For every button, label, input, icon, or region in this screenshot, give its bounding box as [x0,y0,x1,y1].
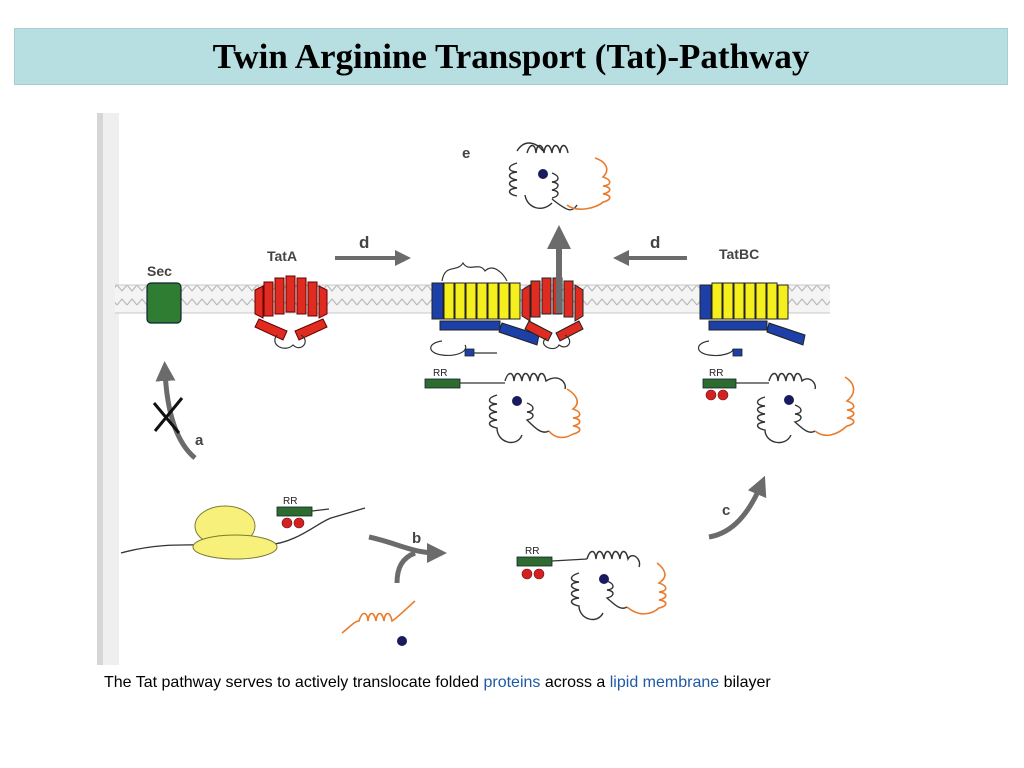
tatbc-knob [732,348,743,357]
sec-label: Sec [147,263,172,279]
lipid-membrane-link[interactable]: lipid membrane [609,674,720,691]
step-d-left-label: d [359,233,369,252]
complex-cofactor [512,396,522,406]
rr-complex-label: RR [433,368,447,379]
tata-complex [254,275,328,341]
arginine-free-2 [533,568,545,580]
rr-bound-label: RR [709,368,723,379]
free-protein-cofactor-helix [626,562,667,615]
free-cofactor-helix [341,600,416,634]
step-d-right-label: d [650,233,660,252]
tata-tail [274,334,306,349]
exported-cofactor-helix [566,157,611,210]
caption-text-1: The Tat pathway serves to actively trans… [104,674,484,691]
figure-caption: The Tat pathway serves to actively trans… [104,674,771,692]
bound-folded-protein [756,372,816,444]
signal-peptide-complex [424,378,461,389]
signal-peptide-ribosome [276,506,313,517]
ribosome-small-subunit [192,534,278,560]
center-tata-tail [543,334,571,350]
free-folded-protein [570,550,641,621]
caption-text-2: across a [540,674,610,691]
active-translocon [431,261,584,346]
page-title: Twin Arginine Transport (Tat)-Pathway [212,36,810,76]
arrow-a-blocked [155,361,197,460]
arginine-bound-2 [717,389,729,401]
signal-peptide-free [516,556,553,567]
block-cross-2 [153,397,184,432]
free-linker [551,558,588,562]
arginine-free-1 [521,568,533,580]
signal-peptide-bound [702,378,737,389]
caption-text-3: bilayer [719,674,771,691]
arrow-c [708,475,767,540]
tatbc-label: TatBC [719,246,759,262]
tatbc-complex [699,282,806,346]
tat-pathway-diagram: Sec TatA d d [97,113,930,665]
free-cofactor [397,636,407,646]
center-tatb-knob [464,348,475,357]
diagram-svg: Sec TatA d d [97,113,855,665]
step-e-label: e [462,145,470,162]
arginine-bound-1 [705,389,717,401]
step-a-label: a [195,432,204,449]
exported-protein [508,142,578,211]
tatbc-tail [697,340,734,357]
step-b-label: b [412,530,421,547]
center-tatb-tail [430,340,467,356]
arginine-ribosome-2 [293,517,305,529]
page-edge-dark [97,113,103,665]
bound-cofactor-helix [814,376,855,437]
rr-ribosome-label: RR [283,496,297,507]
complex-folded-protein [488,372,566,444]
title-bar: Twin Arginine Transport (Tat)-Pathway [14,28,1008,85]
step-c-label: c [722,502,730,519]
proteins-link[interactable]: proteins [483,674,541,691]
arrow-b-merge [394,550,417,584]
exported-cofactor [538,169,548,179]
rr-free-label: RR [525,546,539,557]
free-protein-cofactor [599,574,609,584]
sec-translocon [146,282,182,324]
complex-cofactor-helix [548,388,581,439]
arginine-ribosome-1 [281,517,293,529]
arrow-b [368,534,447,563]
tata-label: TatA [267,248,297,264]
ribosome-linker [311,508,330,512]
bound-cofactor [784,395,794,405]
